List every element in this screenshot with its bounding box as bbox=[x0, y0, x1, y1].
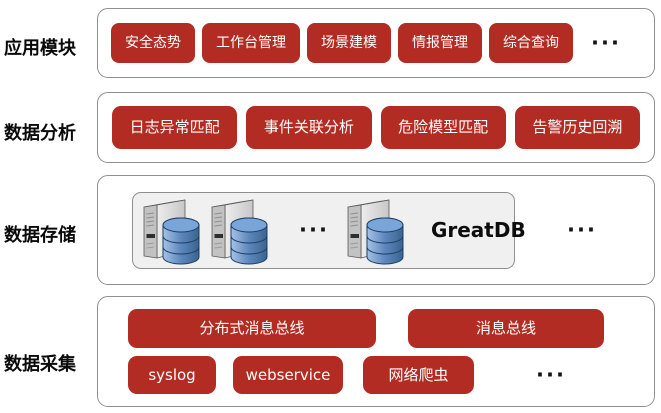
data-collection-row: 数据采集 分布式消息总线 消息总线 syslog webservice 网络爬虫… bbox=[0, 296, 655, 407]
data-collection-container: 分布式消息总线 消息总线 syslog webservice 网络爬虫 ··· bbox=[97, 296, 655, 407]
chip-message-bus: 消息总线 bbox=[408, 309, 604, 348]
data-analysis-row: 数据分析 日志异常匹配 事件关联分析 危险模型匹配 告警历史回溯 bbox=[0, 92, 655, 163]
chip-risk-model-matching: 危险模型匹配 bbox=[380, 106, 506, 149]
chip-distributed-message-bus: 分布式消息总线 bbox=[128, 309, 376, 348]
data-storage-container: ··· GreatDB ··· bbox=[97, 175, 655, 285]
server-database-icon bbox=[141, 194, 203, 266]
ellipsis-more-icon: ··· bbox=[536, 362, 566, 387]
collector-button-row: syslog webservice 网络爬虫 ··· bbox=[128, 356, 654, 394]
server-database-icon bbox=[345, 194, 407, 266]
data-analysis-container: 日志异常匹配 事件关联分析 危险模型匹配 告警历史回溯 bbox=[97, 92, 655, 163]
chip-security-posture: 安全态势 bbox=[111, 23, 195, 63]
chip-web-crawler: 网络爬虫 bbox=[363, 356, 474, 394]
ellipsis-more-icon: ··· bbox=[591, 30, 621, 55]
chip-workbench-management: 工作台管理 bbox=[202, 23, 300, 63]
chip-scenario-modeling: 场景建模 bbox=[307, 23, 391, 63]
chip-intel-management: 情报管理 bbox=[398, 23, 482, 63]
server-database-icon bbox=[209, 194, 271, 266]
bus-button-row: 分布式消息总线 消息总线 bbox=[128, 309, 654, 348]
data-storage-row: 数据存储 ··· GreatDB ··· bbox=[0, 175, 655, 285]
row-label-app-modules: 应用模块 bbox=[4, 38, 76, 59]
chip-syslog: syslog bbox=[128, 356, 216, 394]
chip-log-anomaly-matching: 日志异常匹配 bbox=[112, 106, 238, 149]
greatdb-label: GreatDB bbox=[430, 218, 526, 242]
ellipsis-more-icon: ··· bbox=[567, 217, 597, 242]
chip-comprehensive-query: 综合查询 bbox=[489, 23, 573, 63]
app-modules-row: 应用模块 安全态势 工作台管理 场景建模 情报管理 综合查询 ··· bbox=[0, 8, 655, 78]
chip-alert-history-traceback: 告警历史回溯 bbox=[514, 106, 640, 149]
database-cluster-box: ··· GreatDB bbox=[132, 191, 526, 269]
row-label-data-collection: 数据采集 bbox=[4, 353, 76, 375]
chip-event-correlation-analysis: 事件关联分析 bbox=[246, 106, 372, 149]
ellipsis-more-icon: ··· bbox=[299, 217, 329, 242]
row-label-data-analysis: 数据分析 bbox=[4, 122, 76, 144]
chip-webservice: webservice bbox=[233, 356, 343, 394]
row-label-data-storage: 数据存储 bbox=[4, 225, 76, 246]
app-modules-container: 安全态势 工作台管理 场景建模 情报管理 综合查询 ··· bbox=[97, 8, 655, 78]
